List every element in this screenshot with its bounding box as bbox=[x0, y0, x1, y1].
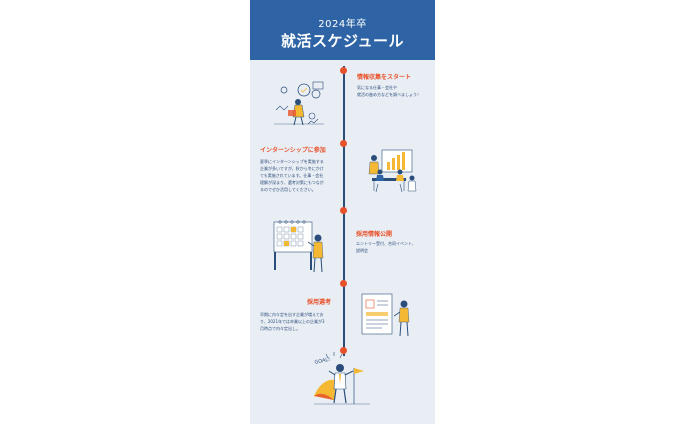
header-year: 2024年卒 bbox=[318, 19, 367, 30]
timeline-dot-3 bbox=[340, 207, 347, 214]
resume-illustration bbox=[361, 293, 410, 337]
timeline-dot-2 bbox=[340, 140, 347, 147]
section-3-body: エントリー受付、合同イベント、 説明会 bbox=[356, 241, 416, 253]
header-title: 就活スケジュール bbox=[281, 32, 404, 50]
section-2-body: 夏季にインターンシップを実施する 企業が多いですが、秋から冬にかけ ても実施され… bbox=[260, 159, 324, 192]
timeline-dot-5 bbox=[340, 347, 347, 354]
poster-header: 2024年卒 就活スケジュール bbox=[250, 0, 435, 60]
meeting-illustration bbox=[368, 149, 417, 193]
section-3-title: 採用情報公開 bbox=[356, 231, 393, 238]
goal-illustration bbox=[314, 352, 370, 405]
timeline-dot-4 bbox=[340, 280, 347, 287]
section-1-title: 情報収集をスタート bbox=[357, 74, 412, 81]
section-4-title: 採用選考 bbox=[307, 299, 332, 306]
calendar-illustration bbox=[273, 220, 324, 273]
research-illustration bbox=[274, 81, 324, 126]
section-2-title: インターンシップに参加 bbox=[260, 147, 326, 154]
schedule-poster: 2024年卒 就活スケジュール 情報収集をスタート 気になる仕事・会社や 就活の… bbox=[250, 0, 435, 424]
section-4-body: 早期に内々定を出す企業が増えてお り、2021年では卒業以上の企業が3 月時点で… bbox=[260, 312, 325, 331]
section-1-body: 気になる仕事・会社や 就活の進め方などを調べましょう！ bbox=[357, 85, 421, 97]
timeline-dot-1 bbox=[340, 67, 347, 74]
